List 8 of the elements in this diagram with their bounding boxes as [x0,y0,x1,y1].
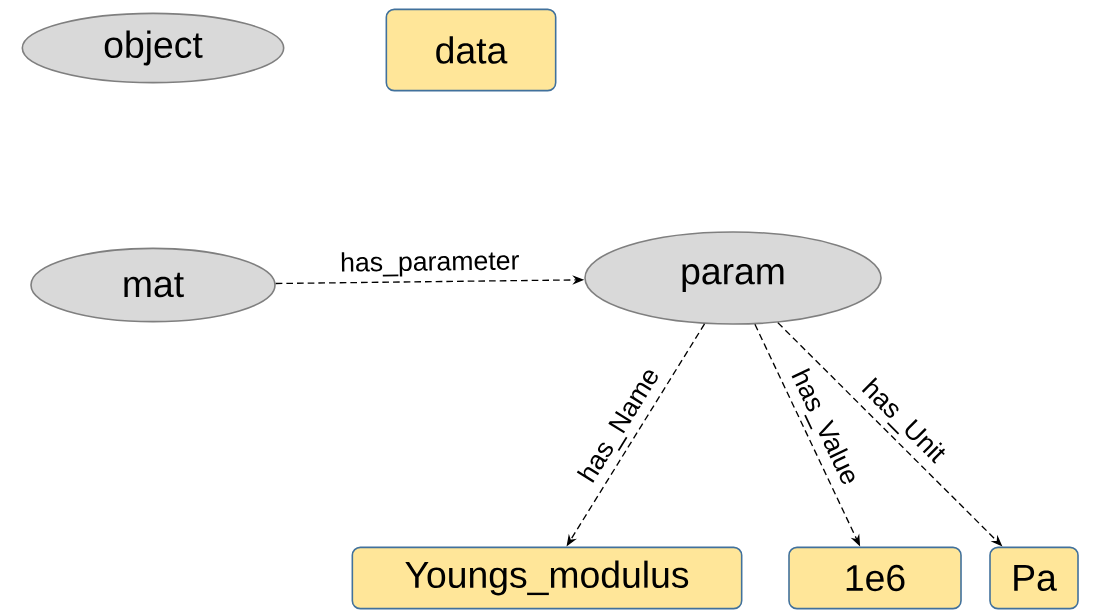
edge-label: has_parameter [338,248,521,279]
ellipse-node: mat [30,247,276,323]
ellipse-node: object [21,12,285,84]
process-box: Youngs_modulus [351,546,743,610]
ellipse-node: param [584,231,882,325]
process-box: 1e6 [788,546,962,610]
process-box: data [385,8,557,92]
process-box: Pa [989,546,1079,610]
